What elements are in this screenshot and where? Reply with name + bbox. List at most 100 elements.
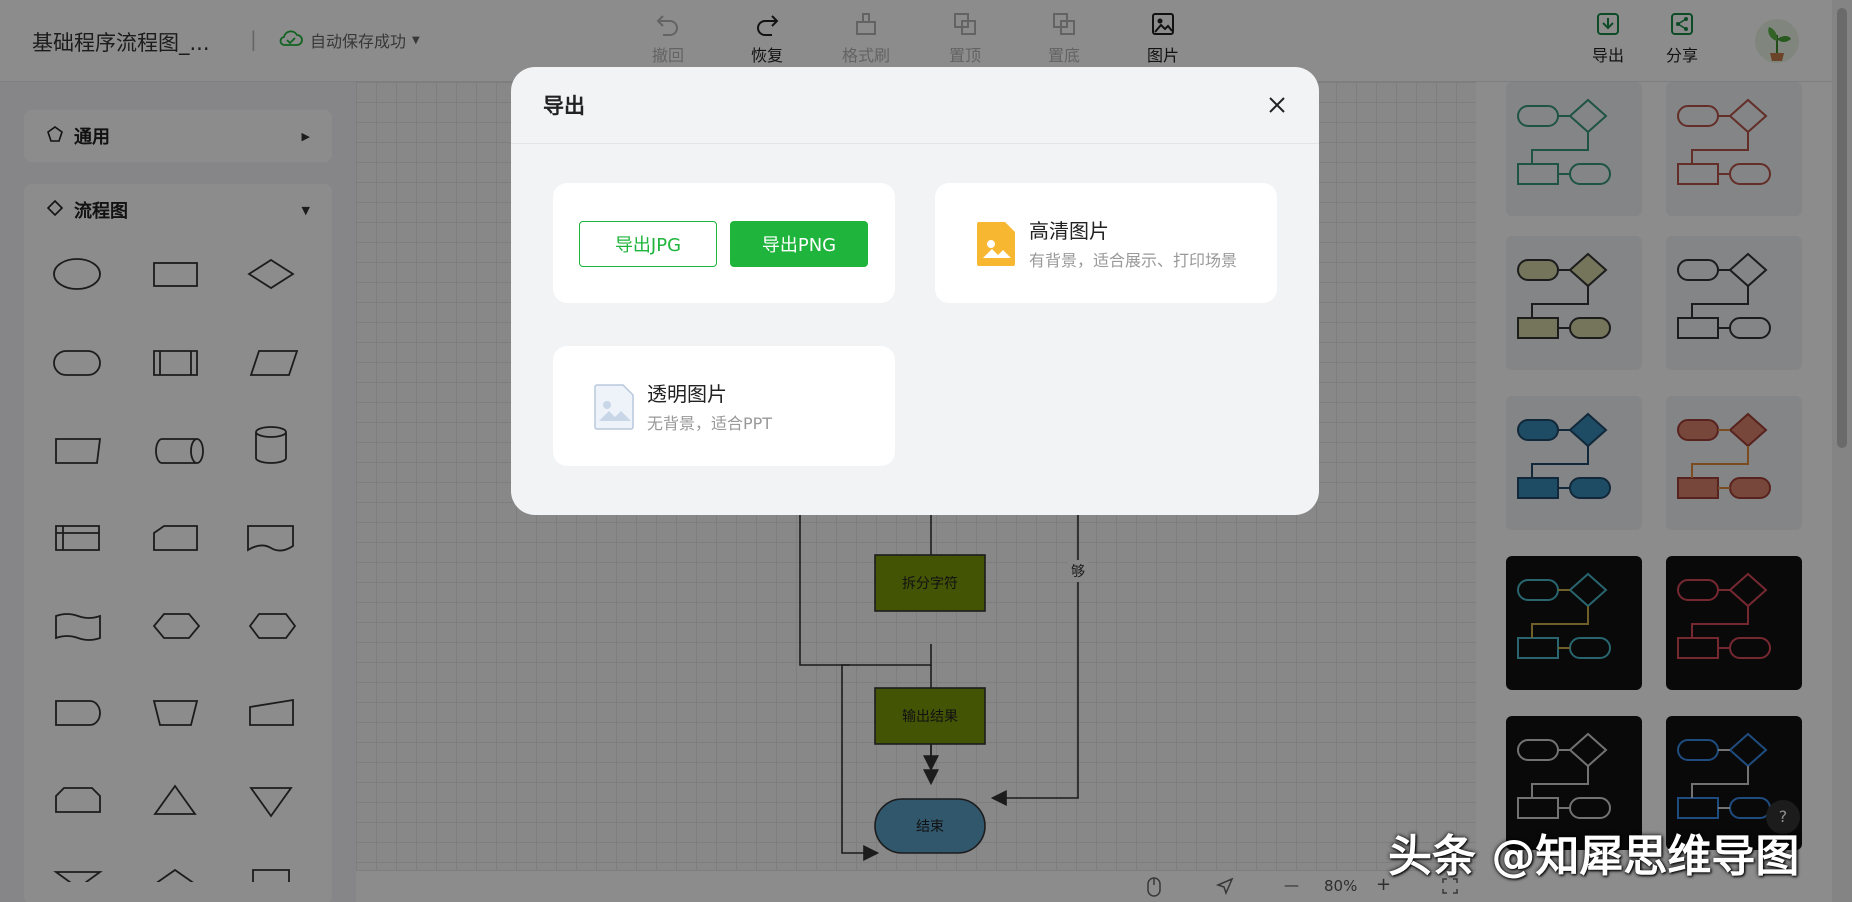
send-to-bottom-button[interactable]: 置底 xyxy=(1032,10,1096,66)
edge-label: 够 xyxy=(1071,564,1085,580)
share-label: 分享 xyxy=(1665,46,1698,65)
node-split-char xyxy=(874,554,986,612)
user-avatar[interactable] xyxy=(1755,19,1799,63)
redo-button[interactable]: 恢复 xyxy=(735,10,799,66)
general-panel[interactable]: 通用 ▶ xyxy=(24,110,332,162)
hd-image-option[interactable]: 高清图片 有背景，适合展示、打印场景 xyxy=(935,183,1277,303)
theme-card-red[interactable] xyxy=(1666,82,1802,216)
shape-rectangle xyxy=(153,262,198,287)
shape-display xyxy=(152,613,201,639)
watermark-text: 头条 @知犀思维导图 xyxy=(1388,831,1800,882)
shape-database xyxy=(255,426,287,464)
diamond-icon xyxy=(46,199,64,222)
shape-manual-operation xyxy=(152,700,199,726)
zoom-out-button[interactable]: — xyxy=(1284,876,1299,894)
node-end-label: 结束 xyxy=(916,819,944,835)
undo-label: 撤回 xyxy=(651,46,684,65)
pointer-icon[interactable] xyxy=(1215,877,1234,899)
mouse-icon[interactable] xyxy=(1146,877,1162,901)
shape-extract xyxy=(153,784,197,815)
shape-sort xyxy=(156,868,194,882)
general-panel-label: 通用 xyxy=(74,127,110,148)
theme-card-green[interactable] xyxy=(1506,82,1642,216)
transparent-image-desc: 无背景，适合PPT xyxy=(647,414,773,433)
flowchart-diagram[interactable]: 拆分字符 输出结果 结束 够 xyxy=(356,82,1476,870)
theme-card-dark-gray[interactable] xyxy=(1506,716,1642,850)
node-output xyxy=(874,687,986,745)
theme-card-dark-red[interactable] xyxy=(1666,556,1802,690)
undo-button[interactable]: 撤回 xyxy=(636,10,700,66)
shape-subprocess xyxy=(153,350,198,376)
flowchart-shapes-grid[interactable] xyxy=(24,242,332,882)
undo-icon xyxy=(656,15,678,36)
export-dialog: 导出 导出JPG 导出PNG 高清图片 有背景，适合展示、打印场景 透明图片 无… xyxy=(511,67,1319,515)
edge-split-to-end xyxy=(841,644,932,861)
shape-data xyxy=(249,350,299,376)
zoom-in-button[interactable]: + xyxy=(1376,874,1392,895)
send-back-icon xyxy=(1053,13,1075,35)
theme-card-coral[interactable] xyxy=(1666,396,1802,530)
hd-image-icon xyxy=(975,220,1017,272)
canvas-status-bar: — 80% + xyxy=(356,870,1476,902)
help-button[interactable]: ? xyxy=(1766,800,1800,834)
image-label: 图片 xyxy=(1146,46,1179,65)
format-card: 导出JPG 导出PNG xyxy=(553,183,895,303)
node-end xyxy=(874,798,986,854)
zoom-level: 80% xyxy=(1324,877,1358,895)
shape-delay xyxy=(55,700,101,726)
theme-card-dark-teal[interactable] xyxy=(1506,556,1642,690)
page-scrollbar[interactable] xyxy=(1832,0,1852,902)
shape-terminator xyxy=(53,350,101,376)
shape-merge xyxy=(249,787,293,818)
theme-card-blue[interactable] xyxy=(1506,396,1642,530)
export-icon xyxy=(1597,13,1619,35)
edge-right-to-output xyxy=(990,512,1079,806)
node-split-char-label: 拆分字符 xyxy=(902,576,958,592)
pentagon-icon xyxy=(46,125,64,148)
export-jpg-button[interactable]: 导出JPG xyxy=(579,221,717,267)
export-dialog-title: 导出 xyxy=(543,94,585,118)
transparent-image-icon xyxy=(593,383,635,435)
format-brush-button[interactable]: 格式刷 xyxy=(834,10,898,66)
caret-down-icon: ▼ xyxy=(412,34,420,46)
node-output-label: 输出结果 xyxy=(902,709,958,725)
save-status-text: 自动保存成功 xyxy=(310,32,407,51)
transparent-image-option[interactable]: 透明图片 无背景，适合PPT xyxy=(553,346,895,466)
flowchart-panel-label: 流程图 xyxy=(74,201,128,222)
export-dialog-header: 导出 xyxy=(511,67,1319,144)
shape-card xyxy=(55,438,102,464)
format-brush-label: 格式刷 xyxy=(841,46,890,65)
document-title[interactable]: 基础程序流程图_... xyxy=(32,31,210,55)
caret-right-icon: ▶ xyxy=(301,129,310,143)
scrollbar-thumb[interactable] xyxy=(1837,8,1847,448)
share-icon xyxy=(1671,13,1693,35)
shape-ellipse xyxy=(53,258,101,290)
shape-loop-limit xyxy=(55,787,101,813)
edge-loop-left xyxy=(799,512,850,666)
flowchart-panel[interactable]: 流程图 ▼ xyxy=(24,184,332,902)
shape-decision xyxy=(247,258,295,290)
shape-collate xyxy=(53,871,103,882)
shape-internal-storage xyxy=(55,525,100,551)
shape-manual-input-2 xyxy=(249,698,294,726)
brush-icon xyxy=(856,13,876,35)
export-png-button[interactable]: 导出PNG xyxy=(730,221,868,267)
title-separator: | xyxy=(250,27,257,51)
send-bottom-label: 置底 xyxy=(1047,46,1080,65)
bring-front-icon xyxy=(954,13,976,35)
theme-card-olive[interactable] xyxy=(1506,236,1642,370)
share-button[interactable]: 分享 xyxy=(1650,10,1714,66)
shape-manual-input xyxy=(153,525,198,551)
image-button[interactable]: 图片 xyxy=(1131,10,1195,66)
shape-stored-data xyxy=(155,438,204,464)
save-status[interactable]: 自动保存成功 ▼ xyxy=(278,28,420,52)
bring-to-top-button[interactable]: 置顶 xyxy=(933,10,997,66)
redo-label: 恢复 xyxy=(750,46,783,65)
fullscreen-icon[interactable] xyxy=(1442,878,1458,898)
export-button[interactable]: 导出 xyxy=(1576,10,1640,66)
transparent-image-title: 透明图片 xyxy=(647,382,727,406)
export-label: 导出 xyxy=(1591,46,1624,65)
bring-top-label: 置顶 xyxy=(948,46,981,65)
close-icon[interactable] xyxy=(1263,91,1291,119)
theme-card-mono[interactable] xyxy=(1666,236,1802,370)
